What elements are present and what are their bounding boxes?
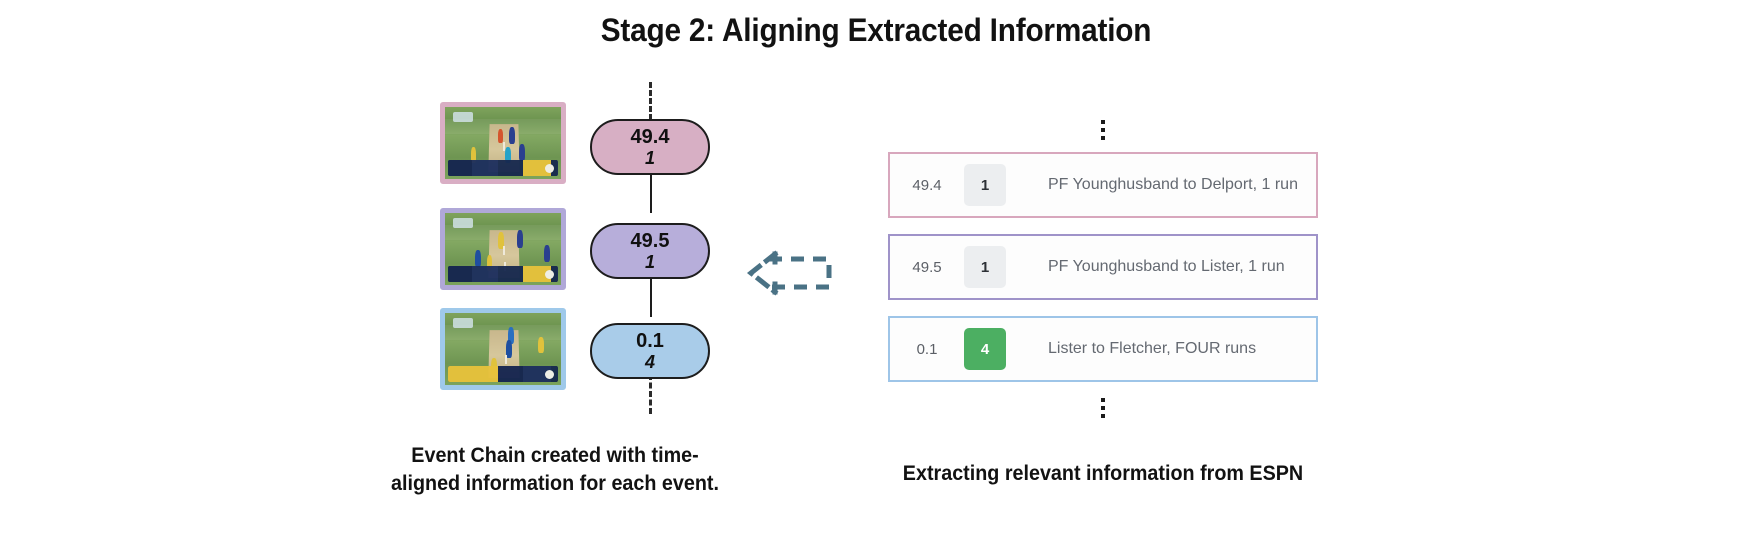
event-thumbnail-1[interactable] <box>440 102 566 184</box>
event-pill-2[interactable]: 49.5 1 <box>590 223 710 279</box>
cricket-frame-icon <box>445 107 561 179</box>
event-pill-runs: 1 <box>644 251 655 272</box>
cricket-frame-icon <box>445 313 561 385</box>
chain-spine-segment-1 <box>650 175 652 213</box>
caption-espn: Extracting relevant information from ESP… <box>902 462 1304 485</box>
event-pill-runs: 4 <box>644 351 655 372</box>
event-pill-3[interactable]: 0.1 4 <box>590 323 710 379</box>
caption-event-chain-line1: Event Chain created with time- <box>411 444 699 467</box>
espn-row-over: 0.1 <box>916 340 938 358</box>
espn-row-runs-badge: 1 <box>964 164 1006 206</box>
espn-row-over: 49.4 <box>912 176 942 194</box>
event-pill-over: 0.1 <box>636 330 664 353</box>
chain-spine-dashed-top <box>649 82 652 120</box>
espn-row-commentary: PF Younghusband to Delport, 1 run <box>1048 176 1298 193</box>
dashed-left-arrow-icon <box>745 248 835 298</box>
event-pill-runs: 1 <box>644 147 655 168</box>
event-thumbnail-2[interactable] <box>440 208 566 290</box>
espn-row-runs-badge: 1 <box>964 246 1006 288</box>
vertical-ellipsis-icon-top <box>888 120 1318 140</box>
chain-spine-dashed-bottom <box>649 374 652 414</box>
espn-commentary-row-3[interactable]: 0.1 4 Lister to Fletcher, FOUR runs <box>888 316 1318 382</box>
caption-event-chain-line2: aligned information for each event. <box>391 472 719 496</box>
page-title: Stage 2: Aligning Extracted Information <box>600 12 1152 48</box>
espn-commentary-row-2[interactable]: 49.5 1 PF Younghusband to Lister, 1 run <box>888 234 1318 300</box>
chain-spine-segment-2 <box>650 279 652 317</box>
espn-row-over: 49.5 <box>912 258 942 276</box>
espn-commentary-row-1[interactable]: 49.4 1 PF Younghusband to Delport, 1 run <box>888 152 1318 218</box>
espn-row-commentary: PF Younghusband to Lister, 1 run <box>1048 258 1285 275</box>
event-pill-over: 49.4 <box>630 126 670 149</box>
cricket-frame-icon <box>445 213 561 285</box>
vertical-ellipsis-icon-bottom <box>888 398 1318 418</box>
caption-event-chain: Event Chain created with time- aligned i… <box>344 442 767 499</box>
event-chain-diagram: 49.4 1 49.5 1 0.1 4 <box>440 82 720 432</box>
espn-row-commentary: Lister to Fletcher, FOUR runs <box>1048 340 1257 357</box>
event-pill-over: 49.5 <box>630 230 670 253</box>
event-thumbnail-3[interactable] <box>440 308 566 390</box>
espn-row-runs-badge: 4 <box>964 328 1006 370</box>
espn-extraction-panel: 49.4 1 PF Younghusband to Delport, 1 run… <box>888 120 1318 418</box>
event-pill-1[interactable]: 49.4 1 <box>590 119 710 175</box>
